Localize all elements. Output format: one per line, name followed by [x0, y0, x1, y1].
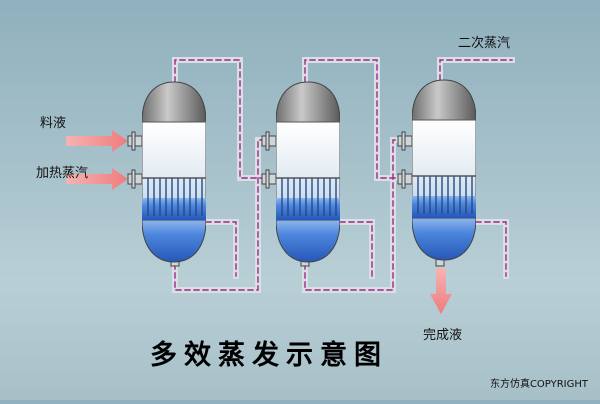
feed-arrow — [66, 130, 128, 152]
pipe-condensate-1 — [203, 219, 239, 279]
secondary-steam-label: 二次蒸汽 — [458, 36, 511, 51]
feed-liquid-label: 料液 — [40, 116, 67, 131]
evaporator-1 — [142, 81, 206, 263]
evaporator-3 — [412, 79, 476, 261]
diagram-title: 多效蒸发示意图 — [150, 340, 388, 371]
pipe-condensate-3 — [473, 219, 509, 279]
pipe-condensate-2 — [337, 219, 375, 279]
heating-steam-arrow — [66, 168, 128, 190]
copyright-text: 东方仿真COPYRIGHT — [489, 379, 588, 390]
heating-steam-label: 加热蒸汽 — [36, 166, 89, 181]
finished-liquid-arrow — [430, 268, 452, 314]
evaporator-2 — [276, 81, 340, 263]
pipe-secondary-steam — [437, 57, 515, 83]
finished-liquid-label: 完成液 — [423, 328, 463, 343]
